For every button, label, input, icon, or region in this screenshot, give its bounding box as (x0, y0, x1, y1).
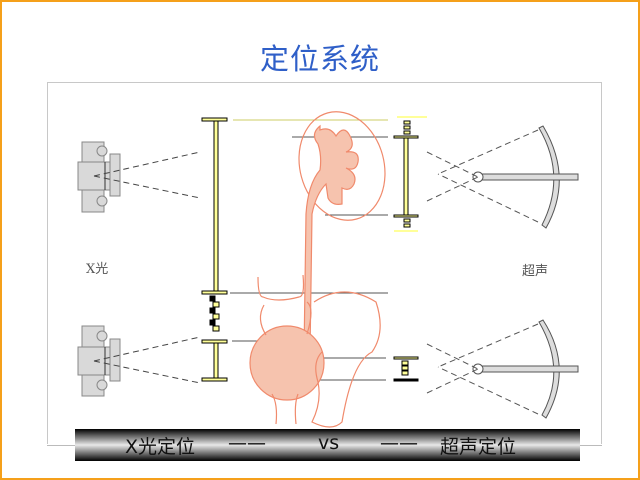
slide-title: 定位系统 (259, 42, 380, 76)
xray-label: X光 (86, 262, 109, 277)
ultrasound-probe-bottom-icon (426, 319, 579, 419)
divider-right (580, 445, 602, 446)
xray-camera-top-icon (77, 141, 121, 213)
ultrasound-label: 超声 (522, 264, 549, 279)
ultrasound-scale-top (393, 116, 427, 232)
xray-beam-top (93, 151, 201, 199)
banner-ultrasound-text: 超声定位 (440, 436, 517, 458)
kidney-ureter-bladder-icon (249, 111, 386, 428)
banner-vs-text: vs (318, 432, 340, 454)
divider-left (47, 445, 75, 446)
banner-dash-left: —— (228, 432, 266, 454)
diagram-frame (47, 82, 602, 444)
xray-camera-bottom-icon (77, 325, 121, 397)
banner-xray-text: X光定位 (125, 436, 196, 458)
comparison-banner: X光定位 —— vs —— 超声定位 (75, 429, 580, 461)
banner-dash-right: —— (380, 432, 418, 454)
xray-beam-bottom (93, 336, 201, 384)
ultrasound-scale-bottom (393, 356, 419, 382)
xray-scale-bar (201, 117, 228, 382)
ultrasound-probe-top-icon (426, 125, 579, 229)
